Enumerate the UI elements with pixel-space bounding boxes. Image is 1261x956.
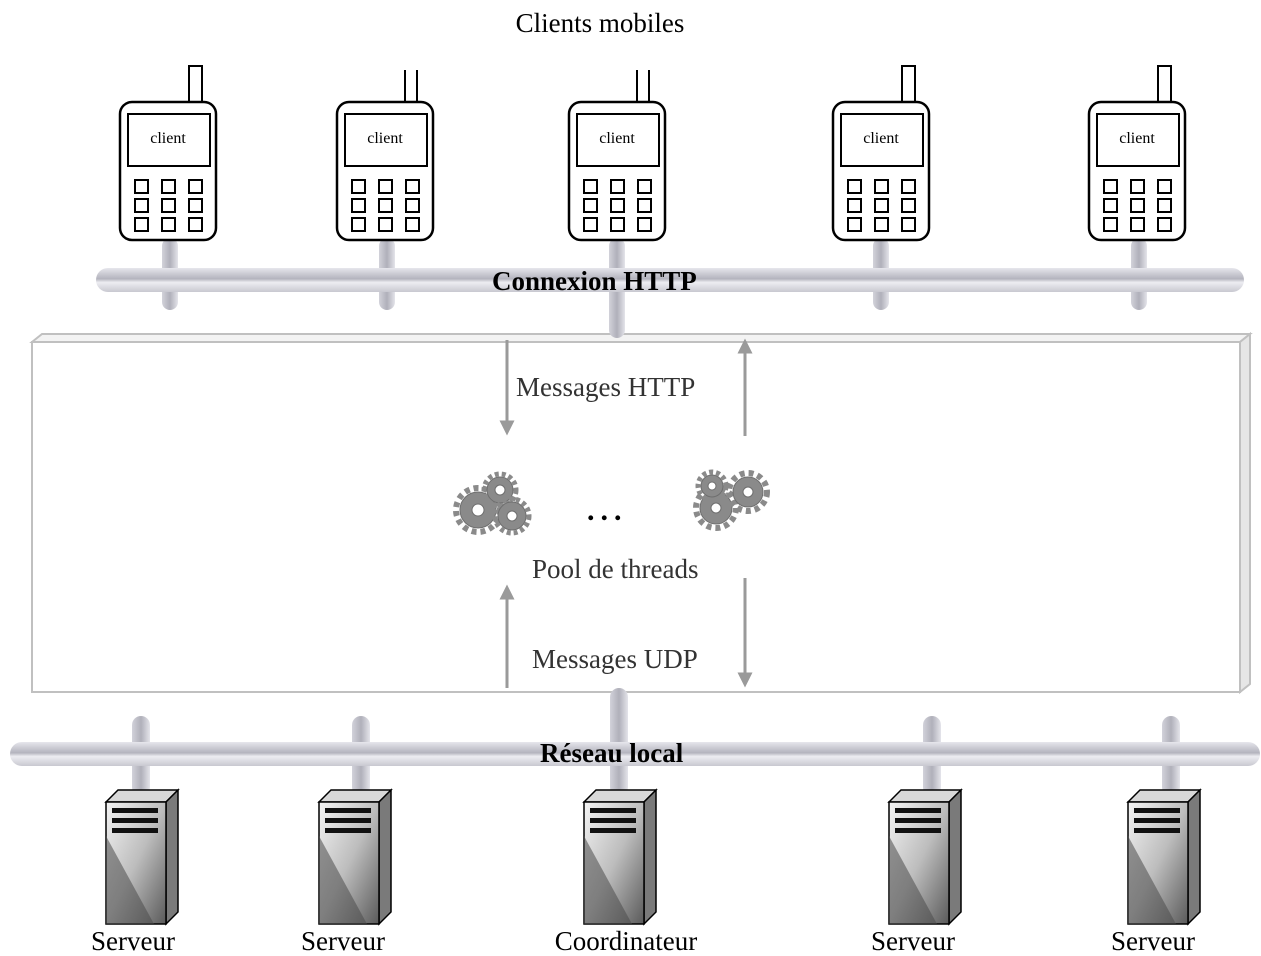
diagram-title: Clients mobiles — [515, 8, 685, 38]
server-tower-icon — [1126, 788, 1202, 926]
coordinator-label: Coordinateur — [554, 926, 698, 956]
mobile-client-icon — [1087, 65, 1187, 242]
client-label: client — [1119, 130, 1155, 147]
mobile-client-icon — [335, 70, 435, 242]
lan-bus-label: Réseau local — [540, 738, 684, 768]
server-pool-box — [29, 331, 1253, 695]
mobile-client-icon — [567, 70, 667, 242]
server-label: Serveur — [1111, 926, 1195, 956]
udp-messages-label: Messages UDP — [532, 644, 698, 674]
server-tower-icon — [317, 788, 393, 926]
server-label: Serveur — [301, 926, 385, 956]
server-label: Serveur — [91, 926, 175, 956]
server-label: Serveur — [871, 926, 955, 956]
lan-bus — [10, 742, 1260, 766]
mobile-client-icon — [831, 65, 931, 242]
servers — [104, 788, 1202, 926]
server-tower-icon — [104, 788, 180, 926]
mobile-client-icon — [118, 65, 218, 242]
client-label: client — [367, 130, 403, 147]
client-label: client — [599, 130, 635, 147]
ellipsis: ... — [587, 494, 628, 527]
server-tower-icon — [887, 788, 963, 926]
thread-gears-right-icon — [693, 469, 770, 531]
phones — [118, 65, 1187, 242]
http-bus — [96, 268, 1244, 292]
coordinator-server-icon — [582, 788, 658, 926]
client-label: client — [863, 130, 899, 147]
pool-label: Pool de threads — [532, 554, 699, 584]
http-messages-label: Messages HTTP — [516, 372, 696, 402]
client-label: client — [150, 130, 186, 147]
message-arrows — [499, 338, 753, 688]
http-bus-label: Connexion HTTP — [492, 266, 697, 296]
thread-gears-left-icon — [453, 471, 532, 536]
